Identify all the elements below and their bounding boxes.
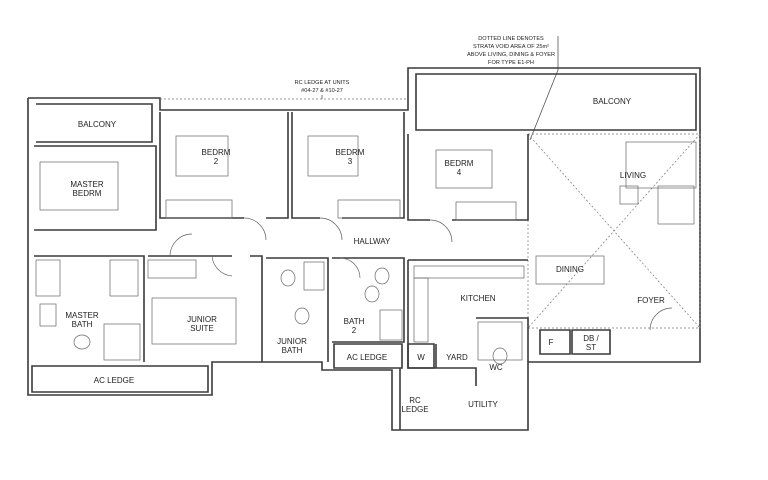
- svg-text:DOTTED LINE DENOTES: DOTTED LINE DENOTES: [478, 36, 544, 42]
- svg-text:4: 4: [457, 168, 462, 177]
- svg-text:LEDGE: LEDGE: [401, 405, 428, 414]
- svg-text:RC LEDGE AT UNITS: RC LEDGE AT UNITS: [295, 80, 350, 86]
- db-st-label: DB /: [583, 334, 599, 343]
- master-bedrm-label: MASTER: [70, 180, 104, 189]
- svg-text:#04-27 & #10-27: #04-27 & #10-27: [301, 88, 343, 94]
- kitchen-label: KITCHEN: [460, 294, 495, 303]
- outer-walls: [27, 67, 701, 431]
- foyer-label: FOYER: [637, 296, 665, 305]
- furniture: [35, 135, 697, 365]
- hallway-label: HALLWAY: [354, 237, 391, 246]
- room-labels: BALCONY BALCONY BEDRM 2 BEDRM 3 BEDRM 4 …: [65, 97, 665, 414]
- svg-text:BATH: BATH: [282, 346, 303, 355]
- strata-void-note: DOTTED LINE DENOTES STRATA VOID AREA OF …: [467, 36, 559, 141]
- bedrm4-label: BEDRM: [445, 159, 474, 168]
- strata-void-dotted-area: [527, 133, 701, 329]
- wc-label: WC: [489, 363, 503, 372]
- utility-label: UTILITY: [468, 400, 498, 409]
- yard-label: YARD: [446, 353, 468, 362]
- bedrm3-label: BEDRM: [336, 148, 365, 157]
- svg-text:2: 2: [352, 326, 357, 335]
- bedrm2-label: BEDRM: [202, 148, 231, 157]
- w-label: W: [417, 353, 425, 362]
- door-swings: [169, 217, 673, 331]
- svg-text:BATH: BATH: [72, 320, 93, 329]
- svg-text:FOR TYPE E1-PH: FOR TYPE E1-PH: [488, 60, 534, 66]
- rc-ledge-label: RC: [409, 396, 421, 405]
- ac-ledge-left-label: AC LEDGE: [94, 376, 134, 385]
- svg-text:STRATA VOID AREA OF 25m²: STRATA VOID AREA OF 25m²: [473, 44, 549, 50]
- living-label: LIVING: [620, 171, 646, 180]
- balcony-right-label: BALCONY: [593, 97, 632, 106]
- ac-ledge-mid-label: AC LEDGE: [347, 353, 387, 362]
- junior-bath-label: JUNIOR: [277, 337, 307, 346]
- svg-text:3: 3: [348, 157, 353, 166]
- junior-suite-label: JUNIOR: [187, 315, 217, 324]
- svg-text:2: 2: [214, 157, 219, 166]
- rc-ledge-note: RC LEDGE AT UNITS #04-27 & #10-27: [295, 80, 350, 99]
- fridge-label: F: [549, 338, 554, 347]
- master-bath-label: MASTER: [65, 311, 99, 320]
- balcony-left-label: BALCONY: [78, 120, 117, 129]
- bath2-label: BATH: [344, 317, 365, 326]
- dining-label: DINING: [556, 265, 584, 274]
- svg-text:ABOVE LIVING, DINING & FOYER: ABOVE LIVING, DINING & FOYER: [467, 52, 555, 58]
- svg-text:BEDRM: BEDRM: [73, 189, 102, 198]
- svg-text:SUITE: SUITE: [190, 324, 214, 333]
- svg-text:ST: ST: [586, 343, 596, 352]
